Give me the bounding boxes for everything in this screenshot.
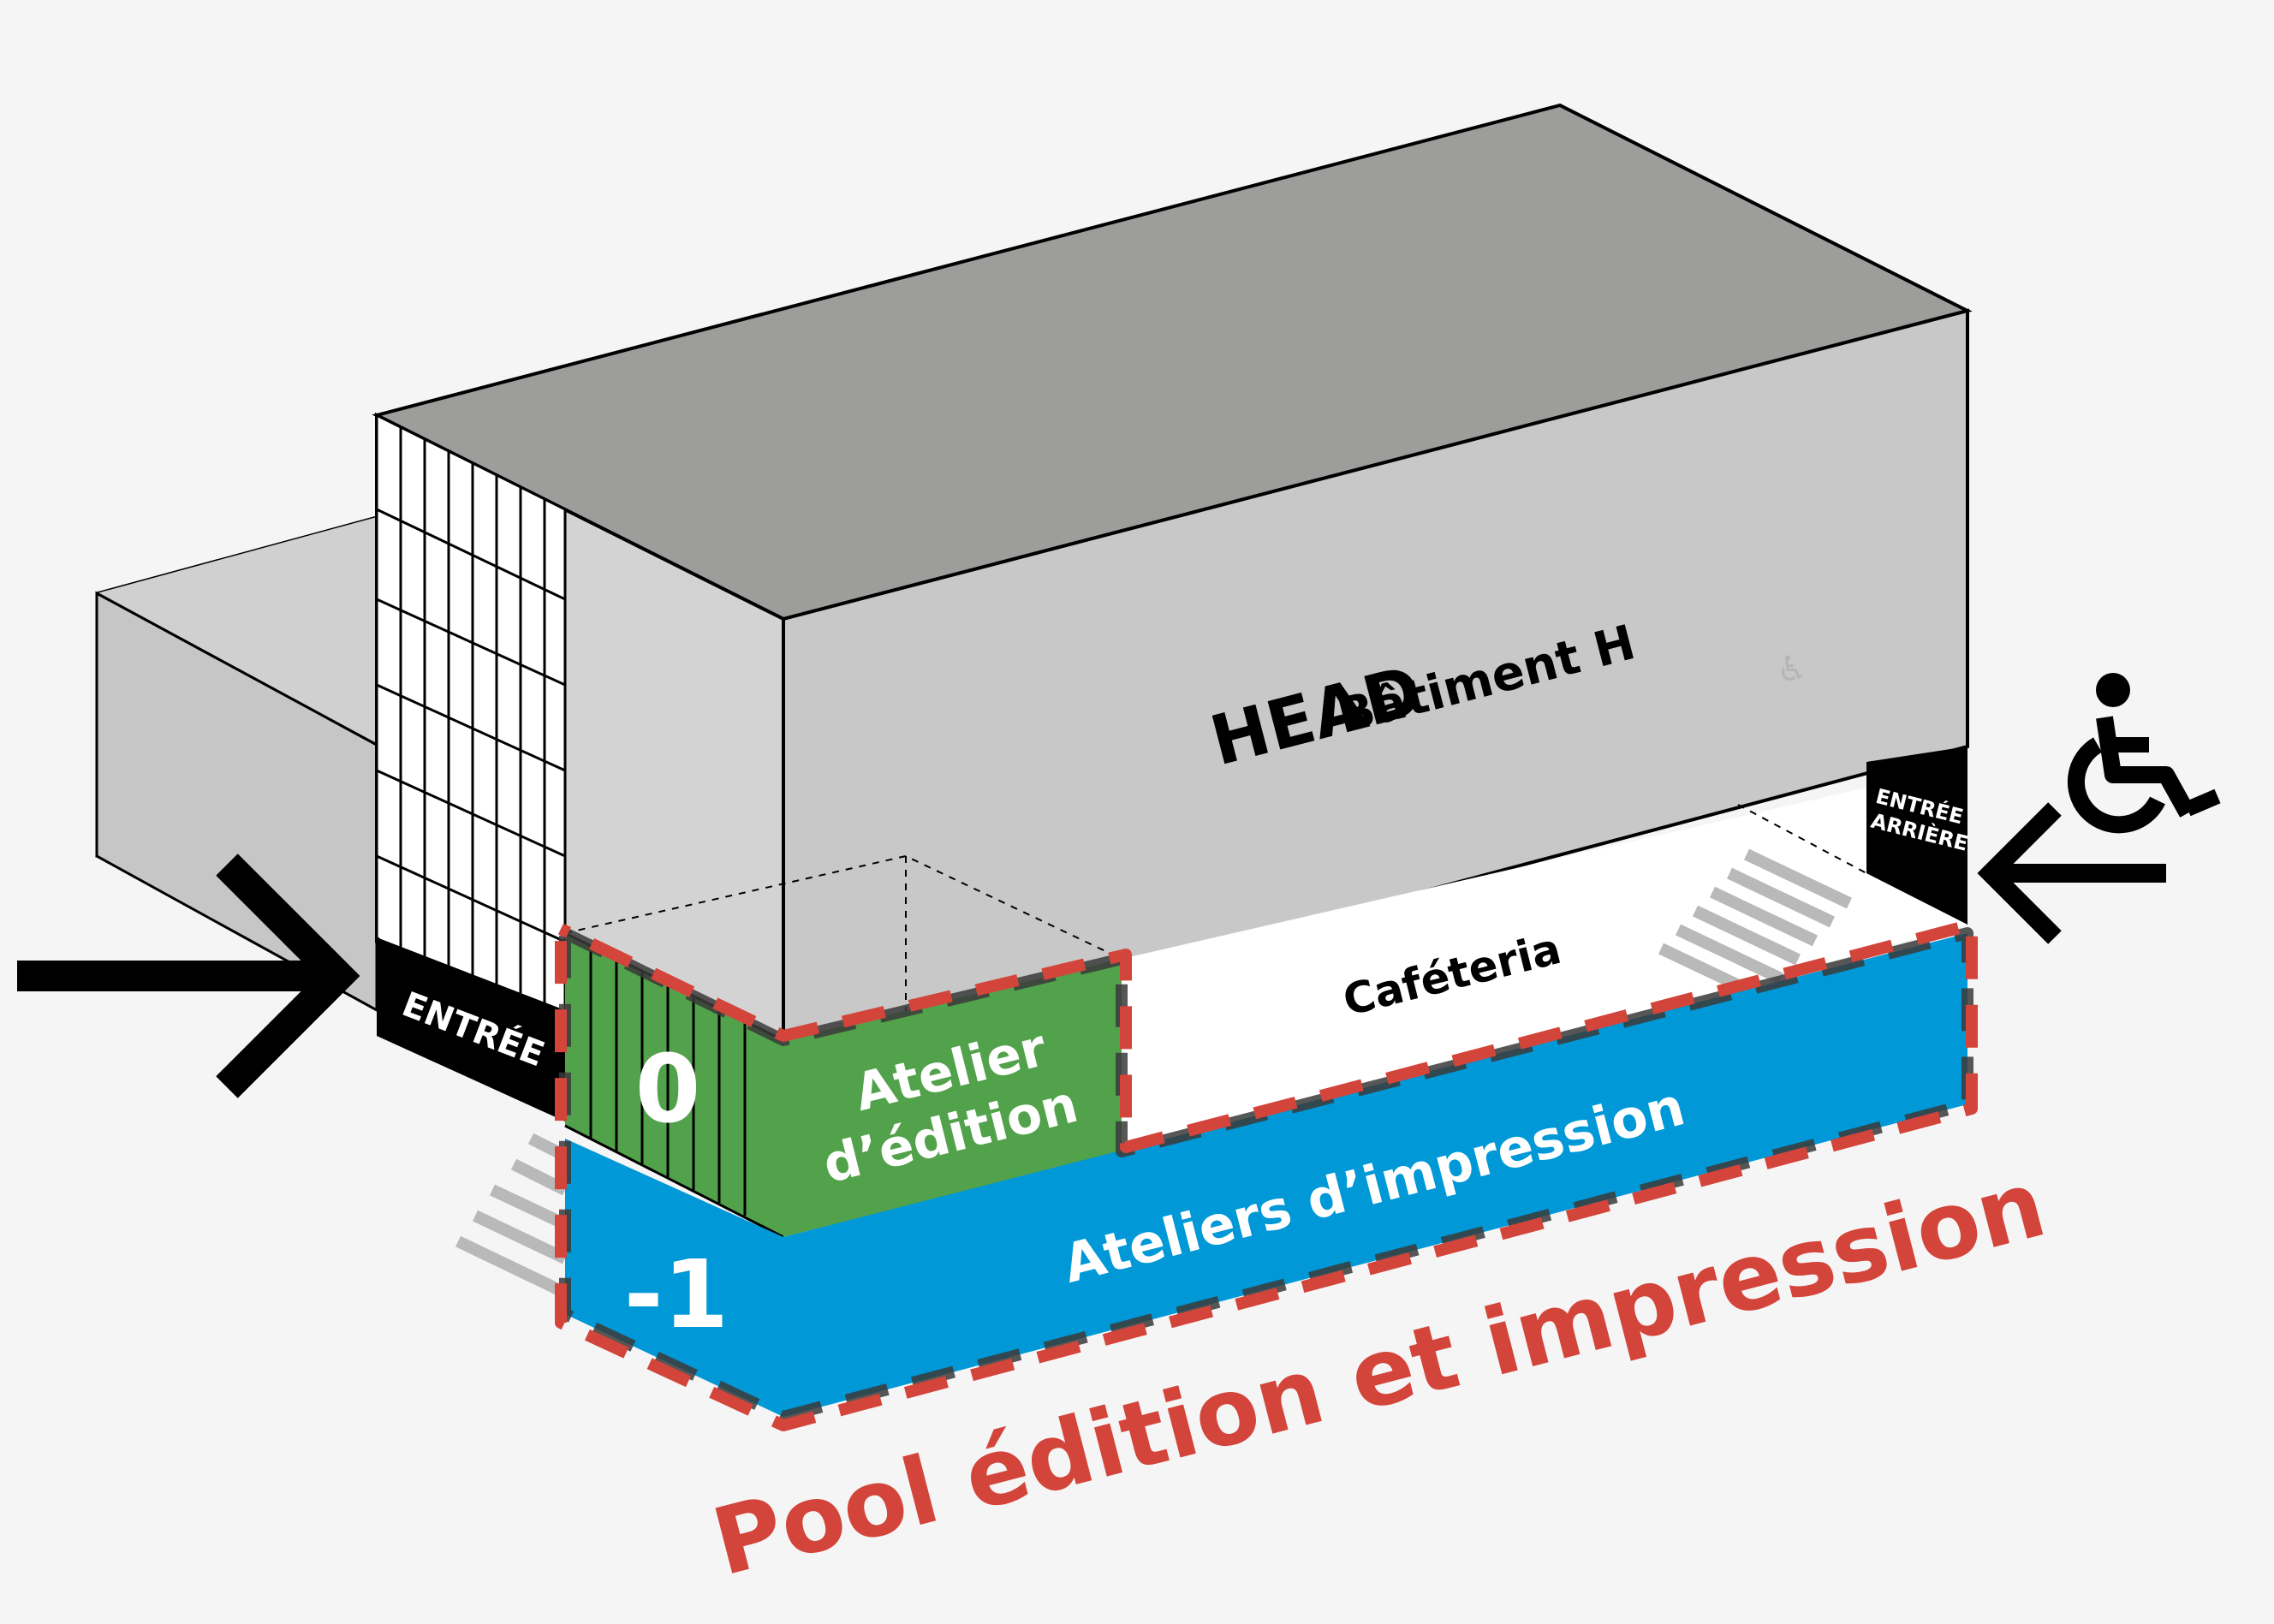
arrow-right-icon [17, 854, 360, 1098]
level-0-label: 0 [635, 1034, 701, 1144]
level-minus1-label: -1 [624, 1240, 729, 1349]
atelier-edition-room[interactable] [783, 959, 1122, 1237]
arrow-left-icon [1977, 802, 2166, 944]
left-annex [95, 515, 378, 1013]
level-0-front [565, 933, 783, 1237]
wheelchair-icon [2067, 673, 2221, 834]
wheelchair-faint-icon: ♿ [1777, 650, 1807, 689]
level-minus1-front [565, 1139, 783, 1417]
cafeteria-area [1122, 788, 1967, 1151]
rear-entrance-plate[interactable] [1866, 747, 1967, 925]
ateliers-impression-room[interactable] [783, 933, 1967, 1417]
stairs-left [455, 1133, 568, 1299]
glass-facade-grid [375, 413, 567, 1116]
stairs-right [1658, 848, 1853, 1003]
main-entrance-plate[interactable] [377, 937, 565, 1121]
pool-outline [555, 919, 1978, 1431]
